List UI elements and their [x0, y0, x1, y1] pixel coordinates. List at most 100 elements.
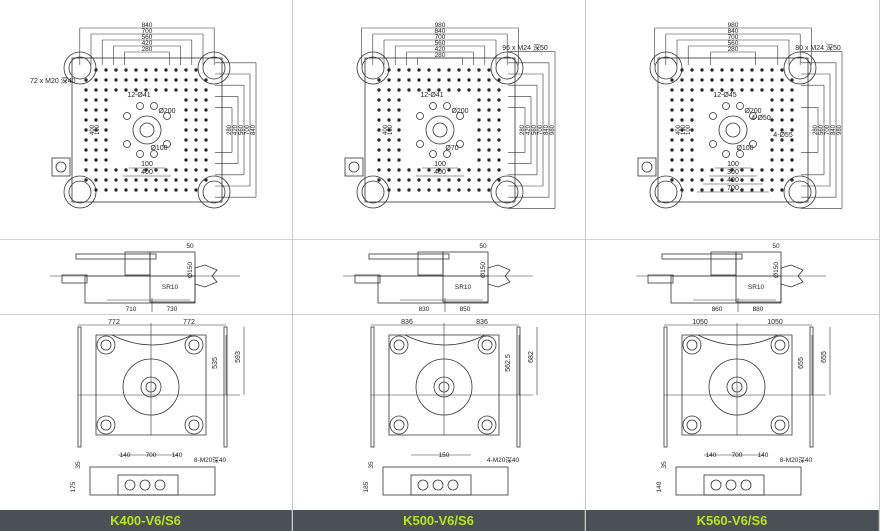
tapped-hole [84, 168, 88, 172]
tapped-hole [690, 78, 694, 82]
tapped-hole [164, 178, 168, 182]
tapped-hole [387, 118, 391, 122]
mounting-hole [709, 112, 717, 120]
tapped-hole [487, 188, 491, 192]
holes-note: 12-Ø45 [713, 92, 736, 99]
tapped-hole [690, 138, 694, 142]
tapped-hole [124, 78, 128, 82]
tapped-hole [447, 178, 451, 182]
left-dimension-label: 100 [95, 124, 101, 135]
tapped-hole [690, 88, 694, 92]
tapped-hole [114, 68, 118, 72]
tapped-hole [770, 108, 774, 112]
tapped-hole [477, 188, 481, 192]
tapped-hole [447, 168, 451, 172]
tapped-hole [790, 128, 794, 132]
tapped-hole [477, 128, 481, 132]
tapped-hole [417, 88, 421, 92]
tapped-hole [477, 78, 481, 82]
tapped-hole [487, 148, 491, 152]
center-bore [725, 122, 741, 138]
injection-body [84, 275, 196, 304]
side-right-length: 880 [753, 306, 764, 313]
center-ring [726, 376, 748, 398]
tapped-hole [204, 108, 208, 112]
tapped-hole [457, 188, 461, 192]
tapped-hole [680, 148, 684, 152]
tapped-hole [194, 98, 198, 102]
tapped-hole [487, 88, 491, 92]
tapped-hole [194, 118, 198, 122]
top-dimension-label: 560 [728, 40, 739, 47]
bottom-dimension-label: 100 [434, 161, 446, 168]
tapped-hole [204, 168, 208, 172]
model-name-label: K400-V6/S6 [0, 510, 292, 531]
tie-bar-boss [682, 415, 702, 435]
base-outline [675, 466, 802, 496]
tapped-hole [770, 148, 774, 152]
base-right-dim: 140 [172, 452, 183, 459]
tapped-hole [700, 168, 704, 172]
tapped-hole [477, 158, 481, 162]
tapped-hole [397, 68, 401, 72]
tapped-hole [84, 178, 88, 182]
tie-bar-boss [197, 175, 231, 209]
tapped-hole [114, 88, 118, 92]
tapped-hole [467, 168, 471, 172]
tie-bar-hole [774, 419, 786, 431]
tapped-hole [387, 98, 391, 102]
frame-rail-right [809, 326, 814, 448]
base-hole [710, 479, 722, 491]
tapped-hole [387, 168, 391, 172]
tapped-hole [487, 178, 491, 182]
tapped-hole [700, 88, 704, 92]
tapped-hole [397, 118, 401, 122]
tapped-hole [124, 68, 128, 72]
base-pocket [117, 474, 179, 496]
tapped-hole [144, 68, 148, 72]
tie-bar-boss [649, 175, 683, 209]
tapped-hole [680, 138, 684, 142]
side-right-length: 730 [167, 306, 178, 313]
platen-block [710, 251, 737, 276]
tapped-hole [487, 168, 491, 172]
top-dimension-label: 700 [728, 34, 739, 41]
model-name-label: K500-V6/S6 [293, 510, 585, 531]
tapped-hole [690, 118, 694, 122]
side-left-length: 710 [126, 306, 137, 313]
tie-bar-boss [477, 335, 497, 355]
center-bore [438, 381, 450, 393]
front-outer-height: 593 [235, 351, 242, 363]
tapped-hole [447, 68, 451, 72]
tapped-hole [760, 88, 764, 92]
frame-rail-left [663, 326, 668, 448]
tapped-hole [154, 178, 158, 182]
center-ring [132, 115, 162, 145]
tie-bar-hole [393, 339, 405, 351]
bracket-hole [348, 161, 360, 173]
tapped-hole [397, 78, 401, 82]
mounting-hole [429, 102, 437, 110]
platen-block [417, 251, 444, 276]
tapped-hole [397, 188, 401, 192]
tapped-hole [780, 88, 784, 92]
base-hole [447, 479, 459, 491]
tapped-hole [397, 138, 401, 142]
tapped-hole [377, 78, 381, 82]
tapped-hole [680, 178, 684, 182]
tapped-hole [770, 88, 774, 92]
tapped-hole [710, 168, 714, 172]
tie-bar-hole [481, 339, 493, 351]
tapped-hole [720, 178, 724, 182]
tapped-hole [720, 68, 724, 72]
mounting-hole [150, 102, 158, 110]
tapped-hole [477, 168, 481, 172]
tie-bar-boss [682, 335, 702, 355]
mounting-hole [722, 150, 730, 158]
base-left-dim: 140 [706, 452, 717, 459]
tapped-hole [204, 158, 208, 162]
